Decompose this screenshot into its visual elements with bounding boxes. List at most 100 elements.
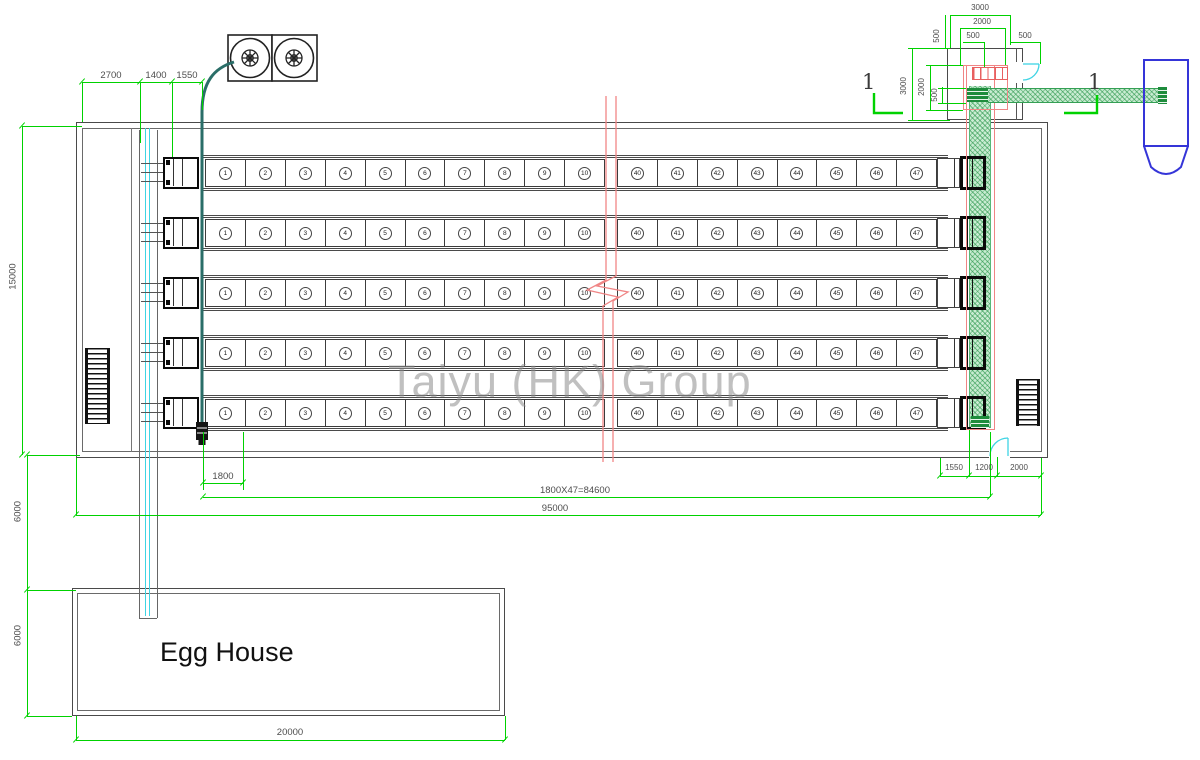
dimension-line	[203, 432, 204, 490]
row-rail-bottom	[202, 428, 948, 431]
dimension-line	[942, 87, 943, 103]
end-light-line	[954, 219, 955, 247]
cell-number: 8	[498, 286, 512, 300]
dimension-line	[1040, 42, 1041, 64]
dimension-tick	[986, 493, 994, 500]
end-black-line	[967, 279, 968, 307]
cell-number: 44	[790, 346, 804, 360]
belt-drive-unit	[960, 276, 986, 310]
dimension-line	[22, 126, 82, 127]
dimension-line	[1010, 42, 1040, 43]
cell-number: 2	[258, 286, 272, 300]
cage-cell: 47	[897, 400, 936, 426]
watermark: Taiyu (HK) Group	[388, 356, 752, 407]
cage-cell: 6	[406, 160, 446, 186]
corridor-line	[157, 130, 158, 618]
cage-cell: 44	[778, 220, 818, 246]
walkway-bar	[141, 283, 163, 284]
drive-unit-line	[173, 159, 174, 186]
dimension-label: 500	[930, 88, 939, 102]
cell-number: 6	[418, 346, 432, 360]
cage-cell: 43	[738, 340, 778, 366]
dimension-line	[938, 103, 966, 104]
cell-number: 42	[710, 286, 724, 300]
cell-number: 42	[710, 226, 724, 240]
cage-cell: 4	[326, 400, 366, 426]
cage-cell: 5	[366, 220, 406, 246]
cage-cell: 8	[485, 280, 526, 306]
end-light-line	[954, 399, 955, 427]
dimension-label: 2000	[973, 17, 991, 26]
dimension-line	[1041, 458, 1042, 515]
egg-house-label: Egg House	[160, 637, 294, 667]
cell-number: 40	[630, 286, 644, 300]
row-rail-bottom	[202, 248, 948, 251]
drive-unit-block	[166, 180, 170, 185]
cage-cell: 9	[525, 340, 566, 366]
drive-unit-block	[166, 400, 170, 405]
end-light-line	[954, 279, 955, 307]
end-black-line	[967, 219, 968, 247]
cage-cell: 44	[778, 160, 818, 186]
cage-cell: 43	[738, 220, 778, 246]
dimension-line	[940, 458, 941, 476]
dimension-label: 1550	[945, 463, 963, 472]
cell-number: 44	[790, 286, 804, 300]
cage-cell: 7	[445, 400, 486, 426]
cage-cell: 40	[618, 220, 658, 246]
egg-transfer-unit	[937, 218, 960, 248]
cell-number: 45	[830, 406, 844, 420]
cell-number: 42	[710, 166, 724, 180]
dimension-line	[505, 716, 506, 740]
dimension-line	[960, 28, 1005, 29]
walkway-bar	[141, 172, 163, 173]
dimension-line	[969, 430, 970, 476]
dimension-line	[990, 432, 991, 497]
walkway-bar	[141, 352, 163, 353]
cage-cell: 45	[817, 400, 858, 426]
cage-cell: 43	[738, 160, 778, 186]
dimension-label: 500	[1018, 31, 1032, 40]
cell-number: 3	[298, 226, 312, 240]
cage-cell: 7	[445, 220, 486, 246]
cage-cell: 46	[857, 220, 898, 246]
cell-number: 44	[790, 406, 804, 420]
cage-cell: 41	[658, 160, 698, 186]
dimension-label: 6000	[12, 624, 24, 647]
cell-number: 8	[498, 226, 512, 240]
drive-unit-line	[182, 219, 183, 246]
dimension-line	[950, 15, 1010, 16]
belt-drive-unit	[960, 156, 986, 190]
end-black-line	[972, 399, 973, 427]
feed-drive-unit	[163, 217, 199, 249]
cage-cell: 7	[445, 280, 486, 306]
cell-number: 4	[338, 226, 352, 240]
dimension-line	[926, 65, 963, 66]
conveyor-foot-unit	[971, 416, 989, 428]
cage-cell: 47	[897, 220, 936, 246]
cell-number: 47	[910, 166, 924, 180]
cage-cell: 46	[857, 340, 898, 366]
cage-cell: 2	[246, 280, 286, 306]
cage-cell: 3	[286, 340, 326, 366]
cage-cell: 2	[246, 220, 286, 246]
dimension-label: 15000	[7, 263, 19, 290]
dimension-label: 500	[966, 31, 980, 40]
egg-belt-line	[145, 128, 146, 616]
cage-cell: 45	[817, 160, 858, 186]
cell-number: 4	[338, 166, 352, 180]
cell-number: 41	[670, 286, 684, 300]
cage-cell: 8	[485, 220, 526, 246]
cage-cell: 7	[445, 340, 486, 366]
end-light-line	[954, 339, 955, 367]
cage-cell: 40	[618, 280, 658, 306]
cage-cell: 5	[366, 160, 406, 186]
dimension-label: 95000	[541, 503, 569, 514]
row-rail-bottom	[202, 308, 948, 311]
cell-number: 47	[910, 226, 924, 240]
drive-unit-block	[166, 240, 170, 245]
